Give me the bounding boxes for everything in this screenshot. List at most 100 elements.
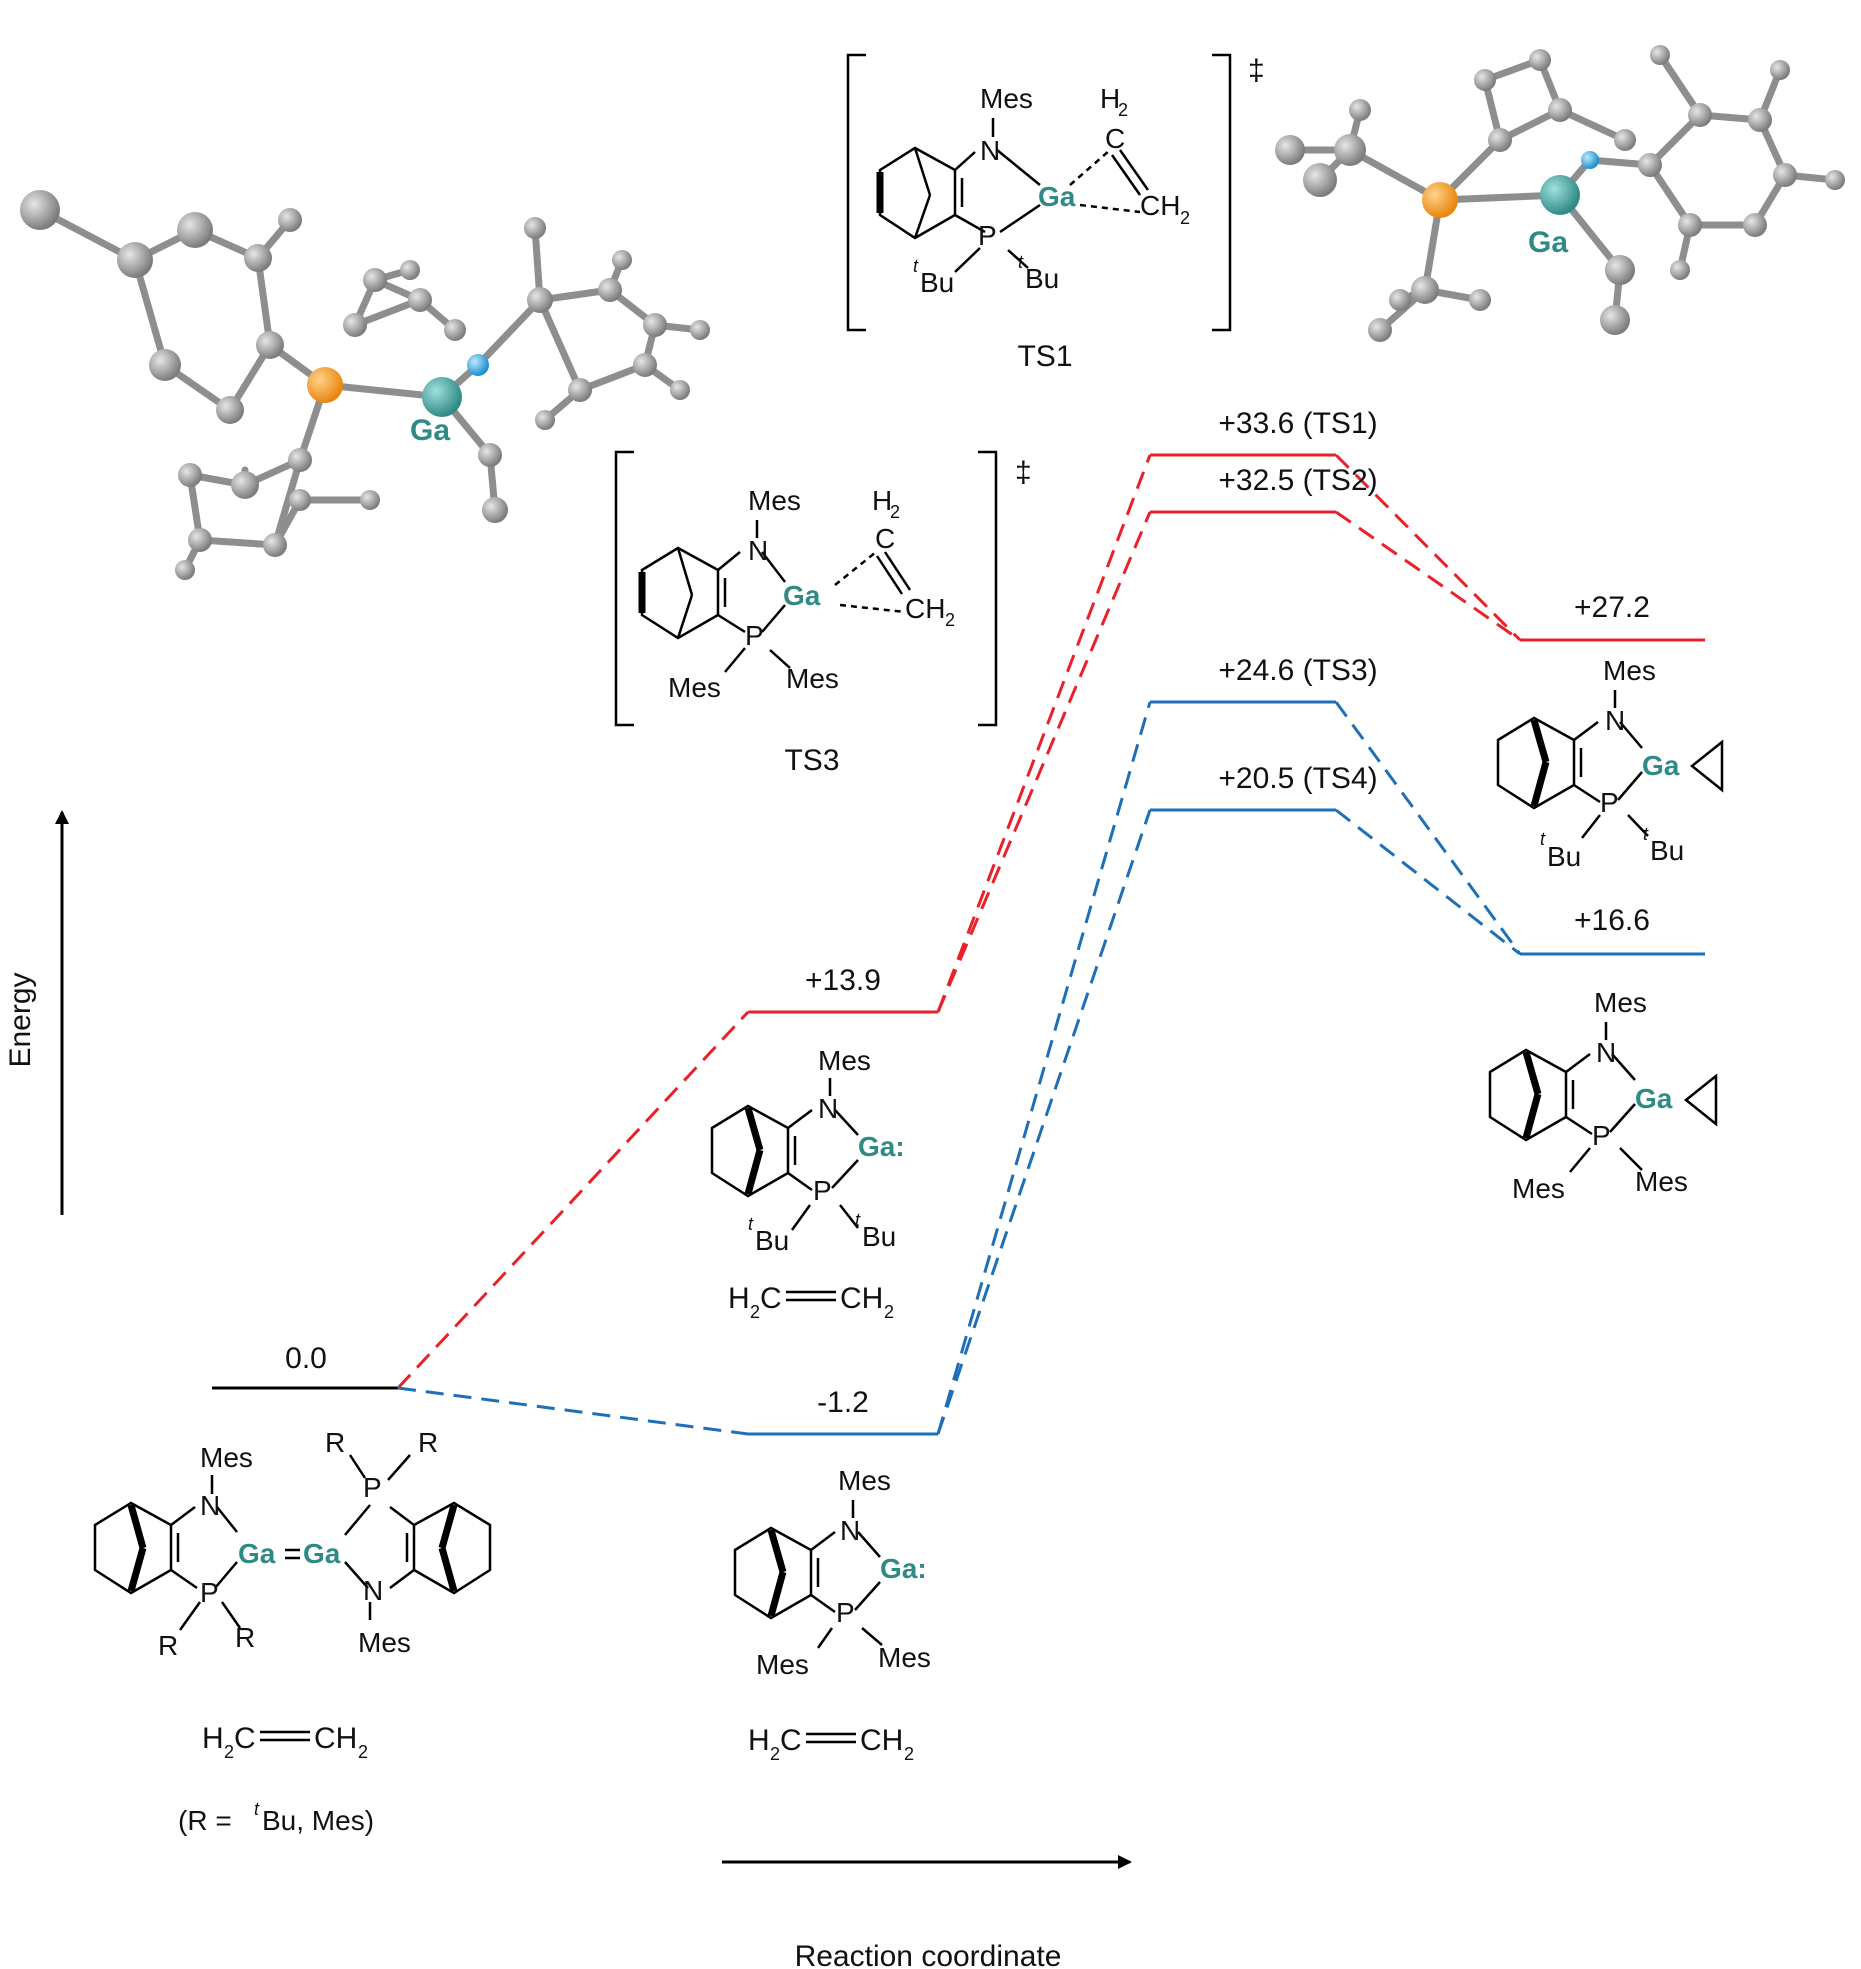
svg-text:t: t bbox=[748, 1214, 754, 1234]
blue-intermediate-structure: Mes N Ga: P Mes Mes H 2 C CH 2 bbox=[733, 1465, 931, 1764]
svg-text:t: t bbox=[1018, 252, 1024, 272]
svg-text:P: P bbox=[363, 1472, 382, 1503]
svg-text:Bu: Bu bbox=[862, 1221, 896, 1252]
gallium-atom bbox=[422, 377, 462, 417]
label-ts2: +32.5 (TS2) bbox=[1218, 464, 1377, 497]
svg-text:Ga:: Ga: bbox=[880, 1553, 927, 1584]
svg-text:P: P bbox=[745, 620, 764, 651]
reaction-coordinate-label: Reaction coordinate bbox=[795, 1940, 1062, 1969]
level-lines bbox=[212, 453, 1705, 1436]
svg-text:R: R bbox=[325, 1427, 345, 1458]
phosphorus-atom bbox=[307, 367, 343, 403]
svg-text:C: C bbox=[875, 523, 895, 554]
energy-axis-label: Energy bbox=[4, 972, 37, 1067]
ts-model-right: Ga bbox=[1275, 45, 1845, 342]
ethylene-start: H 2 C CH 2 bbox=[202, 1722, 368, 1762]
svg-text:Bu: Bu bbox=[1650, 835, 1684, 866]
svg-text:t: t bbox=[254, 1799, 260, 1819]
svg-text:Ga: Ga bbox=[1038, 181, 1076, 212]
label-blue-intermediate: -1.2 bbox=[817, 1386, 869, 1419]
svg-text:t: t bbox=[1540, 829, 1546, 849]
svg-text:N: N bbox=[1596, 1037, 1616, 1068]
ethylene-red: H 2 C CH 2 bbox=[728, 1282, 894, 1322]
svg-text:H: H bbox=[1100, 83, 1120, 114]
ts1-dagger: ‡ bbox=[1248, 54, 1265, 87]
energy-axis: Energy bbox=[4, 810, 69, 1215]
svg-text:N: N bbox=[363, 1575, 383, 1606]
svg-text:P: P bbox=[813, 1175, 832, 1206]
red-intermediate-structure: Mes N Ga: P t Bu t Bu H 2 C CH 2 bbox=[710, 1045, 905, 1322]
label-ts4: +20.5 (TS4) bbox=[1218, 762, 1377, 795]
svg-text:2: 2 bbox=[945, 610, 955, 630]
svg-text:C: C bbox=[780, 1724, 802, 1757]
svg-text:P: P bbox=[836, 1597, 855, 1628]
svg-text:Bu: Bu bbox=[920, 267, 954, 298]
ts3-dagger: ‡ bbox=[1015, 456, 1032, 489]
svg-text:Bu: Bu bbox=[1025, 263, 1059, 294]
svg-text:Ga: Ga bbox=[1635, 1083, 1673, 1114]
label-start: 0.0 bbox=[285, 1342, 327, 1375]
svg-text:Mes: Mes bbox=[1635, 1166, 1688, 1197]
svg-text:Mes: Mes bbox=[878, 1642, 931, 1673]
svg-text:Mes: Mes bbox=[200, 1442, 253, 1473]
svg-text:N: N bbox=[748, 535, 768, 566]
svg-text:2: 2 bbox=[358, 1742, 368, 1762]
connector-ts4-to-blue-prod bbox=[1335, 808, 1521, 956]
svg-text:N: N bbox=[818, 1093, 838, 1124]
gallium-atom-right bbox=[1540, 175, 1580, 215]
svg-text:R: R bbox=[235, 1622, 255, 1653]
svg-text:Ga: Ga bbox=[1642, 750, 1680, 781]
svg-text:Mes: Mes bbox=[1594, 987, 1647, 1018]
svg-text:Ga:: Ga: bbox=[858, 1131, 905, 1162]
level-labels: 0.0 +13.9 -1.2 +33.6 (TS1) +32.5 (TS2) +… bbox=[285, 407, 1650, 1419]
nitrogen-atom bbox=[467, 354, 489, 376]
red-product-structure: Mes N Ga P t Bu t Bu bbox=[1496, 655, 1724, 872]
svg-text:C: C bbox=[760, 1282, 782, 1315]
ts3-title: TS3 bbox=[784, 744, 839, 777]
svg-text:C: C bbox=[234, 1722, 256, 1755]
ethylene-blue: H 2 C CH 2 bbox=[748, 1724, 914, 1764]
svg-text:2: 2 bbox=[750, 1302, 760, 1322]
svg-text:2: 2 bbox=[1118, 100, 1128, 120]
svg-text:Bu, Mes): Bu, Mes) bbox=[262, 1805, 374, 1836]
svg-text:H: H bbox=[202, 1722, 224, 1755]
svg-text:CH: CH bbox=[905, 593, 945, 624]
label-ts3: +24.6 (TS3) bbox=[1218, 654, 1377, 687]
svg-text:(R =: (R = bbox=[178, 1805, 232, 1836]
svg-text:P: P bbox=[1592, 1120, 1611, 1151]
dimer-structure: Mes N Ga Ga P R R P R R N Mes H 2 C CH 2… bbox=[93, 1427, 492, 1836]
svg-text:t: t bbox=[913, 256, 919, 276]
svg-text:2: 2 bbox=[1180, 208, 1190, 228]
svg-text:2: 2 bbox=[770, 1744, 780, 1764]
svg-text:CH: CH bbox=[840, 1282, 883, 1315]
svg-text:Mes: Mes bbox=[838, 1465, 891, 1496]
svg-text:P: P bbox=[200, 1577, 219, 1608]
ts-model-left: Ga bbox=[20, 190, 710, 580]
svg-text:Mes: Mes bbox=[980, 83, 1033, 114]
svg-text:CH: CH bbox=[860, 1724, 903, 1757]
blue-product-structure: Mes N Ga P Mes Mes bbox=[1488, 987, 1718, 1204]
r-definition: (R = t Bu, Mes) bbox=[178, 1799, 374, 1836]
svg-text:N: N bbox=[840, 1515, 860, 1546]
label-ts1: +33.6 (TS1) bbox=[1218, 407, 1377, 440]
svg-text:N: N bbox=[200, 1490, 220, 1521]
connectors bbox=[396, 453, 1522, 1436]
svg-text:Mes: Mes bbox=[1603, 655, 1656, 686]
ga-label-left-model: Ga bbox=[410, 414, 450, 447]
connector-red-int-to-ts2 bbox=[936, 511, 1152, 1013]
svg-text:N: N bbox=[980, 135, 1000, 166]
svg-text:N: N bbox=[1605, 705, 1625, 736]
connector-ts3-to-blue-prod bbox=[1334, 701, 1522, 955]
svg-text:H: H bbox=[728, 1282, 750, 1315]
svg-text:Ga: Ga bbox=[238, 1538, 276, 1569]
svg-text:P: P bbox=[978, 220, 997, 251]
svg-text:t: t bbox=[855, 1210, 861, 1230]
svg-text:C: C bbox=[1105, 123, 1125, 154]
ts1-structure: ‡ Mes N Ga P H 2 C CH 2 t Bu t Bu TS1 bbox=[846, 53, 1265, 373]
svg-text:2: 2 bbox=[224, 1742, 234, 1762]
svg-text:P: P bbox=[1600, 787, 1619, 818]
connector-ts1-to-red-prod bbox=[1334, 453, 1522, 642]
svg-text:Ga: Ga bbox=[303, 1538, 341, 1569]
reaction-coordinate-axis: Reaction coordinate bbox=[722, 1855, 1132, 1969]
svg-text:Mes: Mes bbox=[818, 1045, 871, 1076]
